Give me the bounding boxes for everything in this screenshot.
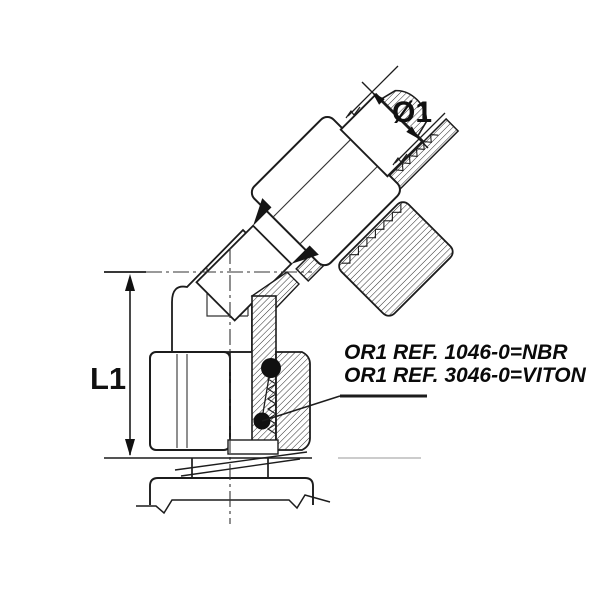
label-D1: Ø1 <box>392 96 432 129</box>
upper-leg-45deg <box>195 89 460 322</box>
arrowhead-up <box>125 274 135 291</box>
dimension-L1: L1 <box>90 271 421 459</box>
dimension-D1: Ø1 <box>345 65 446 166</box>
nut-facet-line <box>299 164 380 245</box>
thread-profile-port <box>341 203 402 264</box>
lower-hex-head <box>149 477 314 505</box>
extension-line-2 <box>394 112 446 164</box>
centerlines <box>146 248 312 524</box>
body-hex-nut <box>149 351 231 451</box>
arrowhead-downright <box>406 126 419 139</box>
seat-step <box>227 439 279 455</box>
leader-line <box>261 395 341 422</box>
tube-tip-section <box>379 89 428 138</box>
thread-profile-lower <box>266 373 278 435</box>
seal-cone-wedge <box>253 198 272 226</box>
arrowhead-down <box>125 439 135 456</box>
stud-end-broken <box>136 458 331 515</box>
thread-profile-upper <box>395 133 439 172</box>
arrowhead-upleft <box>372 92 385 105</box>
extension-line-1 <box>347 65 399 117</box>
oring-ref-line2: OR1 REF. 3046-0=VITON <box>344 364 587 387</box>
nut-facet-line <box>272 137 353 218</box>
outer-nut-section <box>275 351 311 451</box>
seal-cone-wedge <box>291 245 319 264</box>
break-ticks <box>345 106 408 166</box>
label-L1: L1 <box>90 361 126 396</box>
oring-callout: OR1 REF. 1046-0=NBR OR1 REF. 3046-0=VITO… <box>261 341 587 422</box>
port-block-section <box>338 201 454 317</box>
oring-ref-line1: OR1 REF. 1046-0=NBR <box>344 341 568 364</box>
lower-leg-section <box>149 271 311 477</box>
washer-lines <box>174 451 308 477</box>
oring-upper <box>261 358 281 378</box>
